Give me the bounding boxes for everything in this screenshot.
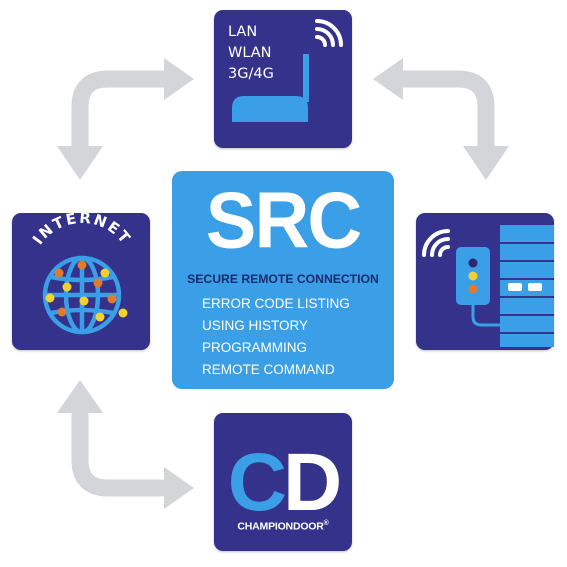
arrowhead-down-left [57,146,103,180]
arrow-bottom-left [71,410,166,497]
feature-item: REMOTE COMMAND [202,362,335,377]
connection-type-3g4g: 3G/4G [228,66,274,82]
src-subtitle: SECURE REMOTE CONNECTION [187,272,379,286]
championdoor-wordmark: CHAMPIONDOOR® [214,520,352,533]
feature-item: PROGRAMMING [202,340,308,355]
router-wifi-icon [232,19,343,122]
connection-types-list: LAN WLAN 3G/4G [228,22,274,85]
src-center-panel: SRC SECURE REMOTE CONNECTION ERROR CODE … [172,171,394,389]
connection-type-lan: LAN [228,24,258,40]
feature-item: USING HISTORY [202,318,309,333]
src-title: SRC [205,175,362,266]
arrowhead-right-bottom [164,467,194,509]
feature-item: ERROR CODE LISTING [202,296,350,311]
registered-mark: ® [323,520,329,527]
championdoor-logo-icon: CD [228,437,343,528]
wordmark-text: CHAMPIONDOOR [237,520,324,533]
globe-network-icon: INTERNET [29,213,135,335]
championdoor-tile: CD CHAMPIONDOOR® [214,413,352,551]
arrow-top-left [71,70,166,150]
internet-label: INTERNET [29,213,133,248]
arrowhead-left-top [373,58,403,100]
arrow-top-right [401,70,495,150]
svg-text:CD: CD [228,437,339,528]
feature-list: ERROR CODE LISTING USING HISTORY PROGRAM… [202,293,350,381]
door-control-unit-icon [422,225,554,347]
door-controller-tile [416,213,554,350]
arrowhead-right-top [164,58,194,100]
arrowhead-up-left [57,380,103,413]
arrowhead-down-right [463,146,509,180]
connection-type-wlan: WLAN [228,45,272,61]
svg-text:INTERNET: INTERNET [29,213,135,248]
network-connection-tile: LAN WLAN 3G/4G [214,10,352,148]
internet-tile: INTERNET [12,213,150,350]
